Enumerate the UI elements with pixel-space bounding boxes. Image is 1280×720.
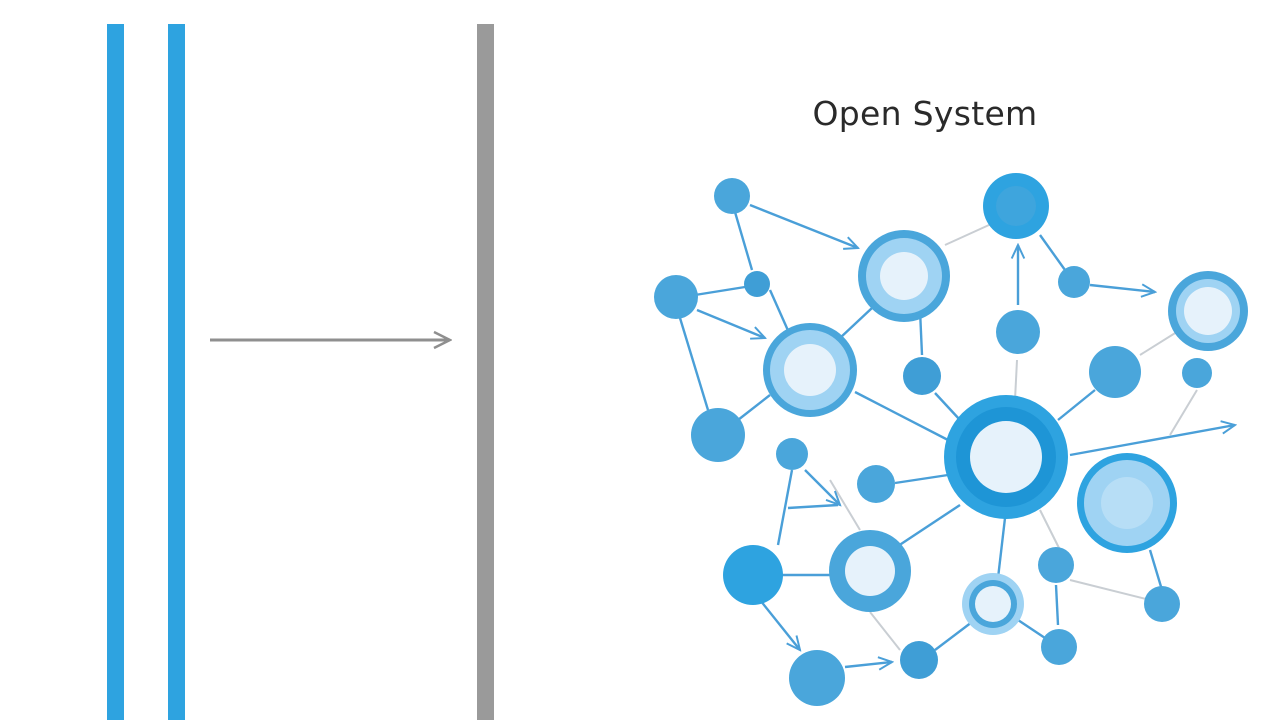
node — [691, 408, 745, 462]
node — [900, 641, 938, 679]
node — [996, 310, 1040, 354]
node — [1182, 358, 1212, 388]
node-core — [996, 186, 1036, 226]
node — [744, 271, 770, 297]
node — [1089, 346, 1141, 398]
node — [789, 650, 845, 706]
network-edges-blue — [678, 203, 1235, 667]
left-blue-bar-1 — [107, 24, 124, 720]
diagram-title: Open System — [812, 94, 1038, 133]
node — [1038, 547, 1074, 583]
node — [857, 465, 895, 503]
node — [714, 178, 750, 214]
node — [776, 438, 808, 470]
node — [1041, 629, 1077, 665]
left-blue-bar-2 — [168, 24, 185, 720]
network-edges-gray — [829, 219, 1198, 651]
node — [654, 275, 698, 319]
node — [1144, 586, 1180, 622]
network-nodes — [654, 173, 1248, 706]
node — [1058, 266, 1090, 298]
barrier-wall — [477, 24, 494, 720]
node — [903, 357, 941, 395]
node — [723, 545, 783, 605]
